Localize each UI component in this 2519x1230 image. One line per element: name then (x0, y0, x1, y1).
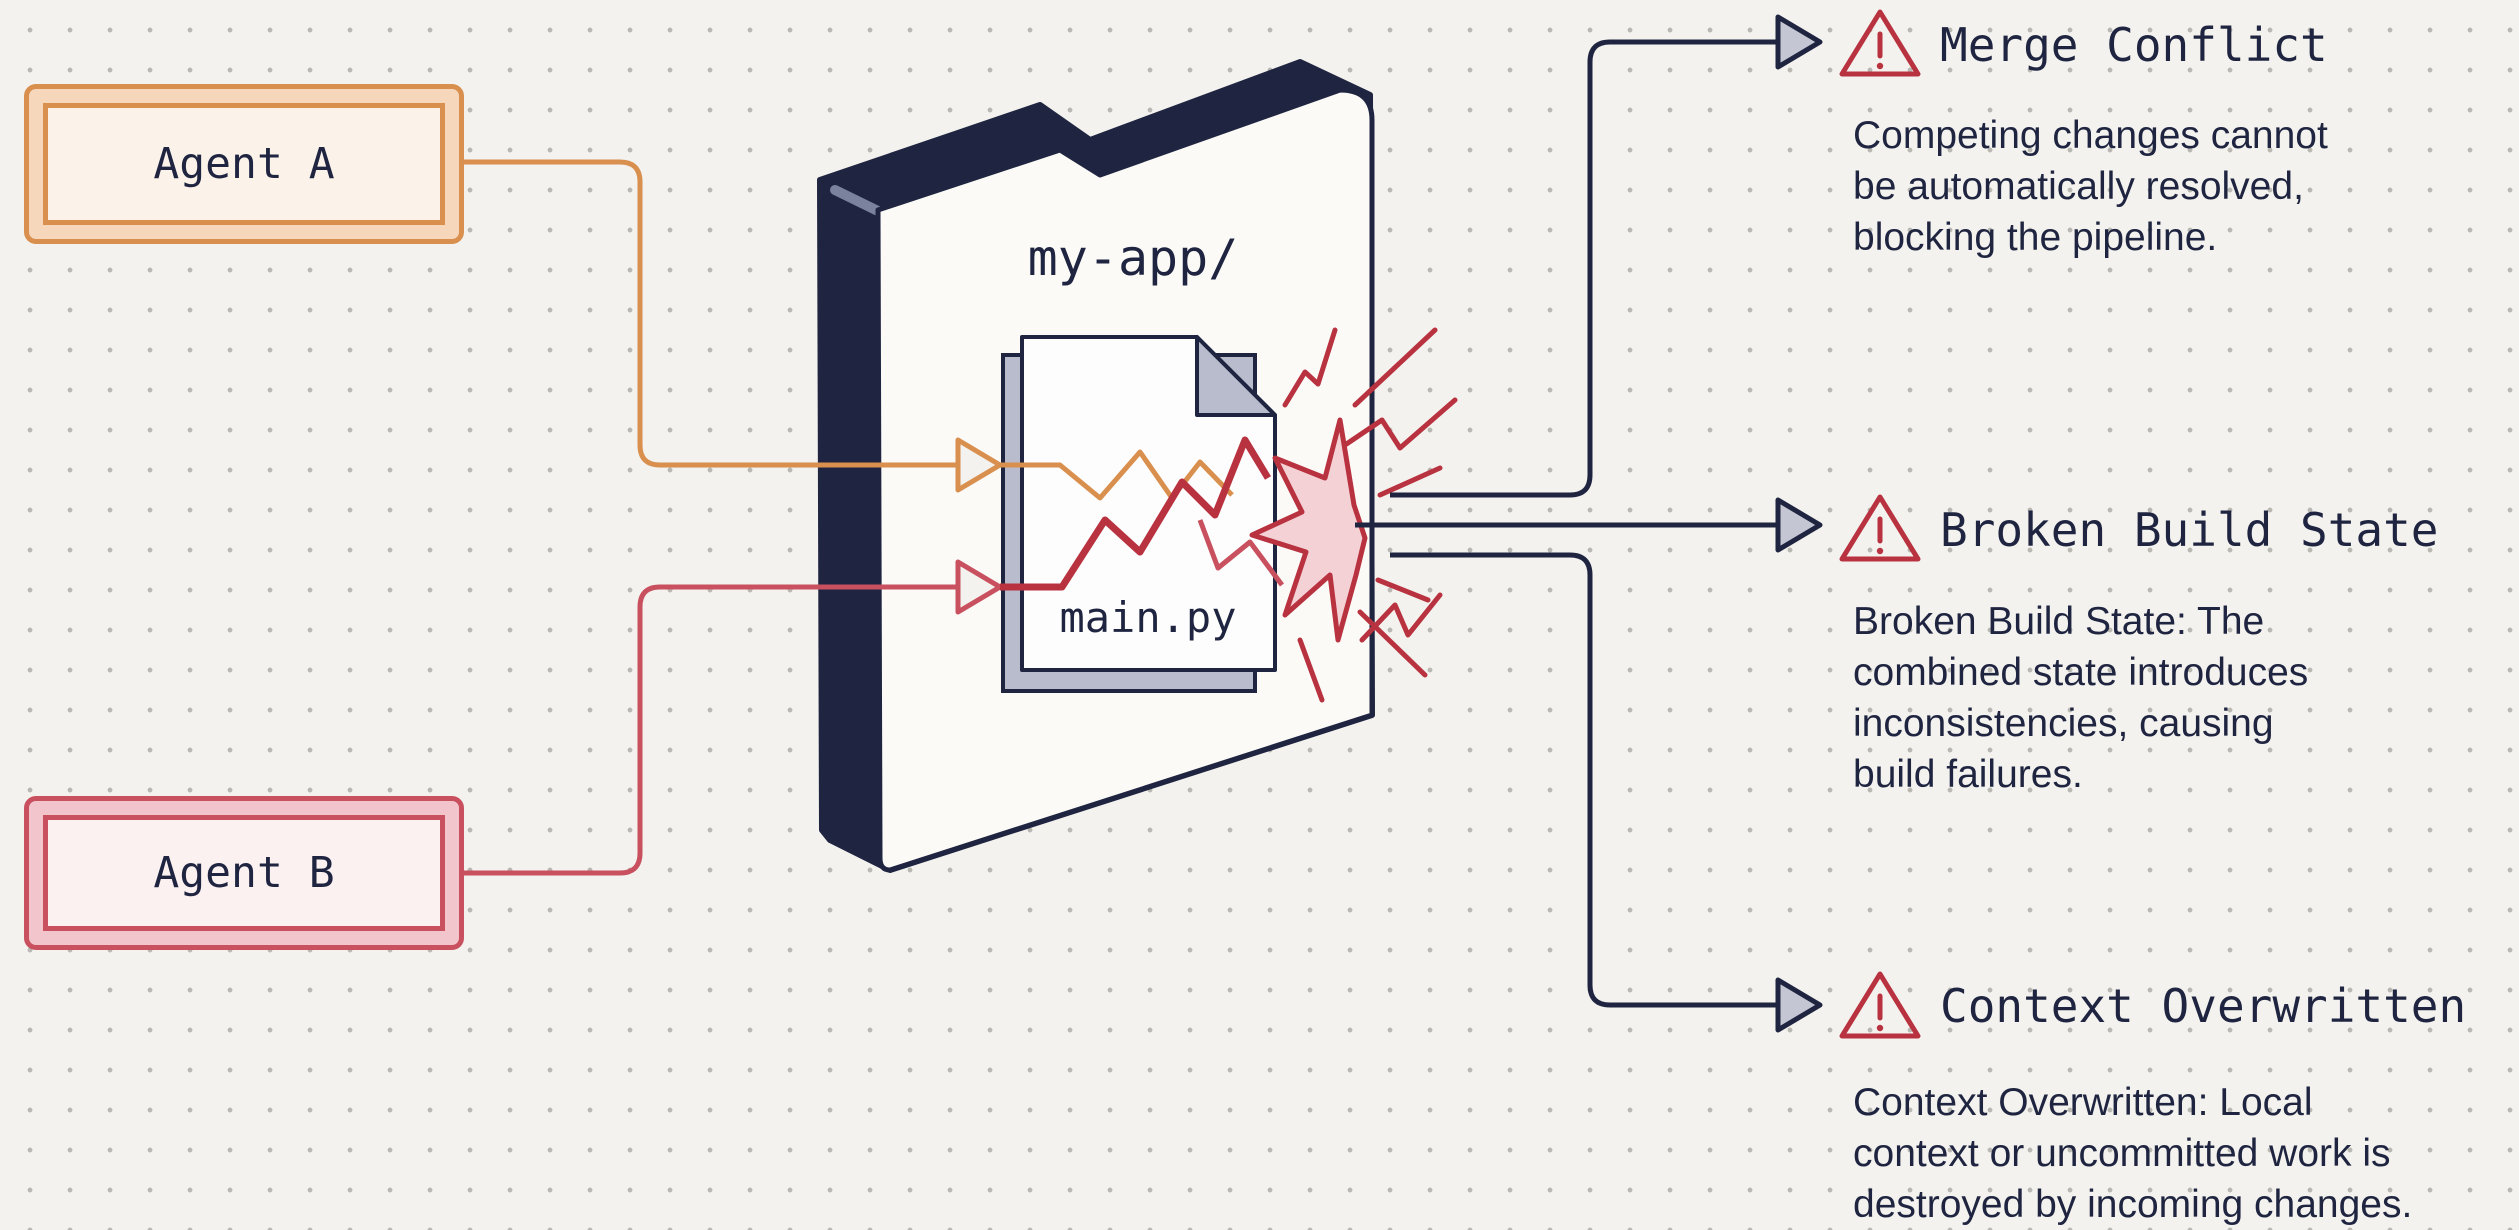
agent-b-arrowhead (955, 559, 1003, 615)
collision-star (1249, 417, 1368, 643)
description-line: build failures. (1853, 753, 2083, 796)
agent-b-connector (464, 436, 1285, 876)
outcome-merge-conflict: Merge Conflict (1940, 18, 2328, 72)
arrowhead-merge-conflict (1775, 14, 1823, 70)
description-line: Broken Build State: The (1853, 600, 2265, 643)
agent-a-box[interactable]: Agent A (24, 84, 464, 244)
outcome-title: Broken Build State (1940, 503, 2439, 557)
connector-context-overwritten (1390, 552, 1778, 1008)
outcome-broken-build-state-description: Broken Build State: The combined state i… (1853, 596, 2308, 800)
warning-triangle-icon (1839, 9, 1921, 77)
description-line: be automatically resolved, (1853, 165, 2304, 208)
file-main-py[interactable] (1001, 335, 1277, 693)
file-label: main.py (1059, 593, 1236, 642)
agent-a-label: Agent A (43, 103, 445, 225)
folder-highlight (830, 185, 885, 217)
collision-burst (1249, 327, 1458, 703)
description-line: Competing changes cannot (1853, 114, 2328, 157)
outcome-context-overwritten: Context Overwritten (1940, 979, 2466, 1033)
agent-a-arrowhead (955, 437, 1003, 493)
description-line: combined state introduces (1853, 651, 2309, 694)
agent-b-box[interactable]: Agent B (24, 796, 464, 950)
description-line: blocking the pipeline. (1853, 216, 2218, 259)
agent-a-connector (464, 159, 1234, 501)
outcome-broken-build-state: Broken Build State (1940, 503, 2439, 557)
outcome-context-overwritten-description: Context Overwritten: Local context or un… (1853, 1077, 2412, 1230)
arrowhead-context-overwritten (1775, 977, 1823, 1033)
description-line: destroyed by incoming changes. (1853, 1183, 2413, 1226)
description-line: Context Overwritten: Local (1853, 1081, 2313, 1124)
outcome-merge-conflict-description: Competing changes cannot be automaticall… (1853, 110, 2328, 263)
agent-b-zigzag (1000, 436, 1271, 591)
warning-triangle-icon (1839, 971, 1921, 1039)
folder-label: my-app/ (1028, 229, 1239, 287)
agent-b-label: Agent B (43, 815, 445, 931)
connector-merge-conflict (1390, 39, 1778, 498)
outcome-title: Context Overwritten (1940, 979, 2467, 1033)
file-dog-ear (1195, 335, 1277, 417)
agent-a-zigzag (1000, 449, 1234, 501)
warning-triangle-icon (1839, 494, 1921, 562)
description-line: inconsistencies, causing (1853, 702, 2274, 745)
outcome-title: Merge Conflict (1940, 18, 2328, 72)
arrowhead-broken-build (1775, 497, 1823, 553)
outcome-connectors (1355, 14, 1823, 1033)
description-line: context or uncommitted work is (1853, 1132, 2391, 1175)
agent-b-zigzag-lower (1197, 519, 1285, 587)
